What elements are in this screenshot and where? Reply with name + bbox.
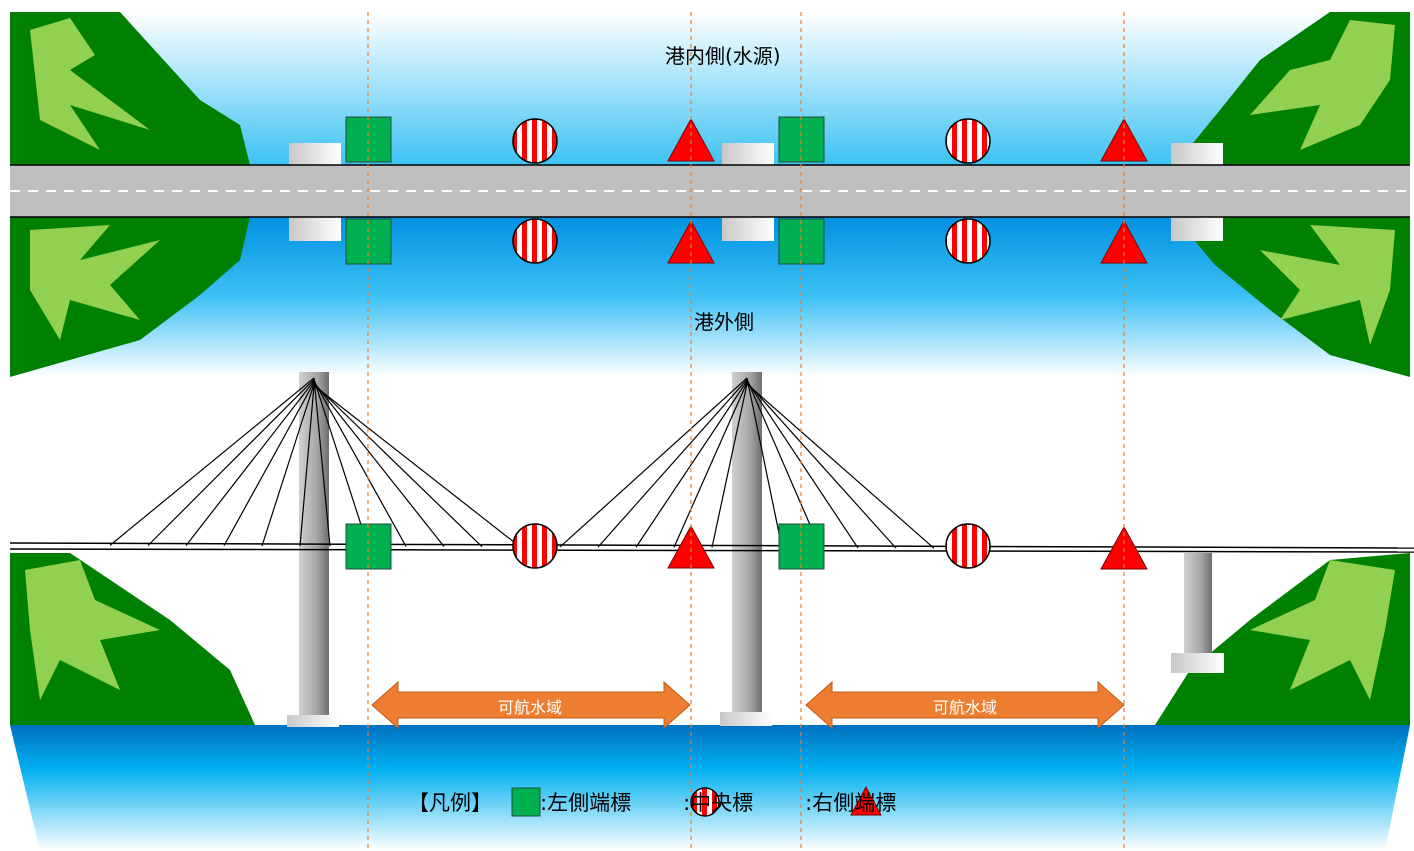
land-mid-left	[10, 217, 250, 377]
stay-cable	[597, 379, 748, 548]
navigable-area-label-2: 可航水域	[932, 698, 997, 717]
land-top-right	[1175, 12, 1410, 165]
stay-cable	[261, 383, 315, 547]
stay-cable	[313, 385, 521, 548]
legend-green-square-icon	[511, 787, 541, 817]
left-side-mark-elevation-2	[778, 523, 825, 570]
land-bottom-left	[10, 553, 255, 725]
stay-cable	[185, 380, 315, 546]
stay-cable	[746, 380, 859, 549]
left-side-mark-plan-inner-1	[345, 116, 392, 163]
pier-plan-2-bottom	[722, 217, 774, 241]
center-mark-plan-inner-1	[512, 118, 558, 164]
center-mark-elevation-2	[945, 523, 991, 569]
stay-cable	[223, 382, 315, 547]
pier-plan-1-bottom	[289, 217, 341, 241]
stay-cable	[299, 385, 315, 547]
legend-red-triangle-icon	[850, 785, 882, 816]
stay-cable	[109, 377, 315, 546]
pier-plan-1-top	[289, 143, 341, 165]
legend-title: 【凡例】	[408, 791, 492, 815]
inner-harbor-label: 港内側(水源)	[665, 44, 781, 68]
left-side-mark-plan-outer-2	[778, 218, 825, 265]
center-mark-plan-outer-2	[945, 218, 991, 264]
land-bottom-right	[1155, 553, 1410, 725]
pier-plan-2-top	[722, 143, 774, 165]
legend-red-white-striped-circle-icon	[690, 787, 720, 817]
pier-plan-3-bottom	[1171, 217, 1223, 241]
legend: 【凡例】 :左側端標 :中央標 :右側端標	[408, 786, 896, 818]
land-top-left	[10, 12, 250, 165]
navigable-area-arrow-1	[371, 680, 691, 730]
stay-cable	[746, 382, 897, 549]
center-mark-plan-outer-1	[512, 218, 558, 264]
outer-harbor-label: 港外側	[694, 310, 754, 334]
legend-item-left-side-label: :左側端標	[540, 791, 632, 815]
left-side-mark-plan-inner-2	[778, 116, 825, 163]
stay-cable	[147, 379, 315, 546]
stay-cable	[313, 380, 407, 547]
pier-right-support	[1171, 553, 1224, 673]
legend-item-center-label: :中央標	[683, 791, 754, 815]
left-side-mark-elevation-1	[345, 523, 392, 570]
navigable-area-label-1: 可航水域	[497, 698, 562, 717]
navigable-area-arrow-2	[805, 680, 1125, 730]
legend-item-right-side-label: :右側端標	[805, 791, 897, 815]
bridge-deck-plan	[10, 164, 1410, 218]
center-mark-elevation-1	[512, 523, 558, 569]
stay-cable	[313, 379, 369, 547]
stay-cable	[673, 382, 748, 548]
stay-cable	[559, 377, 748, 548]
stay-cable	[313, 382, 445, 547]
stay-cable	[635, 380, 748, 548]
stay-cable	[746, 379, 821, 549]
stay-cable	[313, 377, 331, 547]
river-water-elevation	[10, 725, 1410, 851]
channel-guide-lines	[367, 12, 1125, 851]
stay-cable	[746, 377, 783, 548]
bridge-deck-elevation	[9, 542, 1414, 553]
left-side-mark-plan-outer-1	[345, 218, 392, 265]
stay-cable	[711, 383, 748, 548]
land-mid-right	[1175, 217, 1410, 377]
pier-plan-3-top	[1171, 143, 1223, 165]
center-mark-plan-inner-2	[945, 118, 991, 164]
stay-cables	[109, 377, 935, 549]
stay-cable	[746, 383, 935, 549]
stay-cable	[313, 383, 483, 548]
